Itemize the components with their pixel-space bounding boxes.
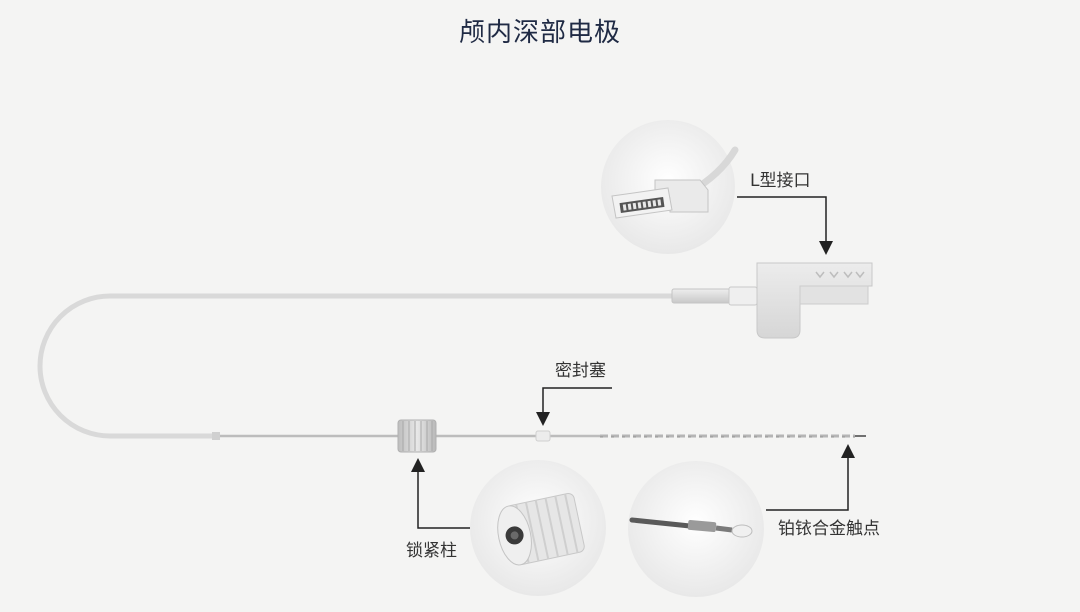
electrode-cable — [37, 293, 675, 439]
lock-post-detail-image — [470, 460, 606, 596]
lock-post-label: 锁紧柱 — [406, 541, 457, 561]
l-connector — [671, 262, 873, 339]
lock-post — [397, 419, 437, 453]
connector-label: L型接口 — [750, 171, 810, 191]
connector-callout: L型接口 — [737, 171, 833, 255]
contacts-label: 铂铱合金触点 — [778, 519, 880, 539]
contact-array — [600, 434, 866, 438]
seal-plug — [535, 430, 551, 442]
contacts-detail-image — [628, 461, 764, 597]
contacts-callout: 铂铱合金触点 — [766, 444, 880, 539]
seal-plug-callout: 密封塞 — [536, 361, 612, 426]
page-title: 颅内深部电极 — [458, 18, 621, 48]
cable-sleeve-lower — [212, 432, 220, 440]
connector-detail-image — [601, 120, 739, 254]
lock-post-callout: 锁紧柱 — [406, 458, 470, 561]
seal-plug-label: 密封塞 — [555, 361, 606, 381]
